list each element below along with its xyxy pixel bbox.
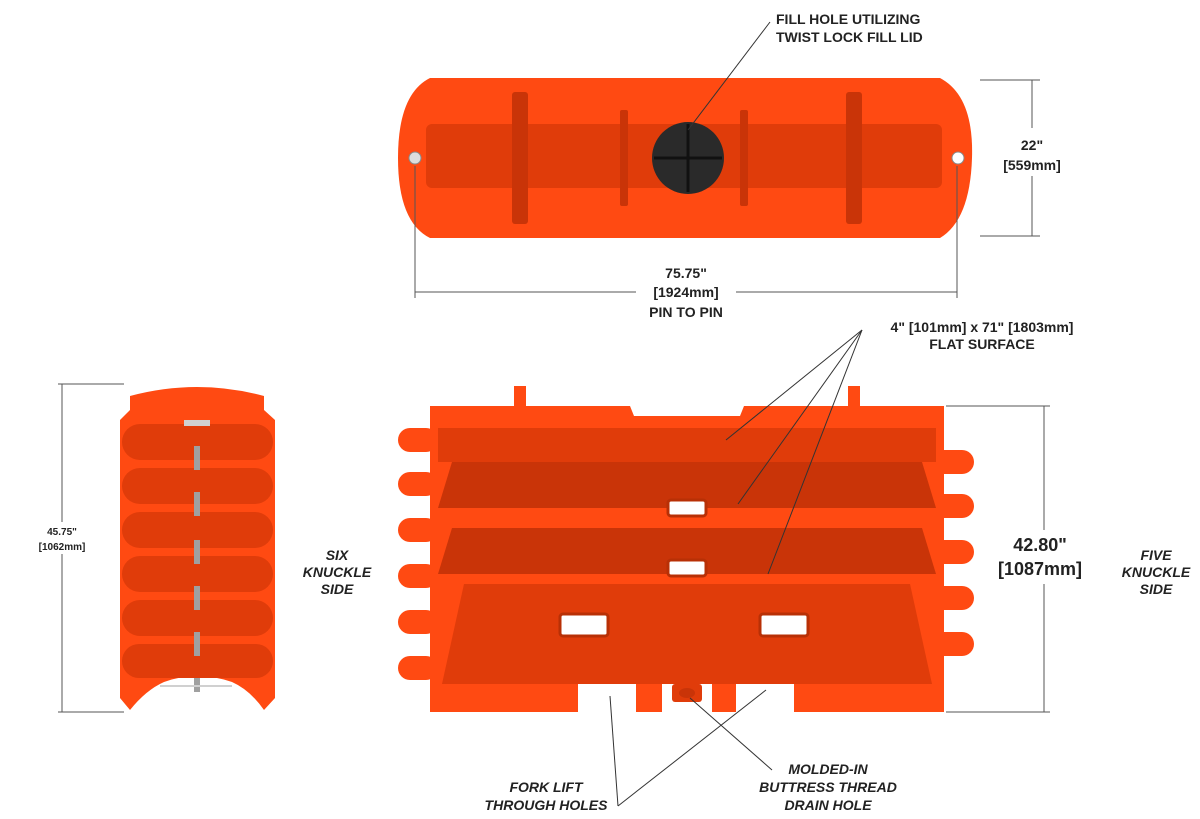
fill-hole-label-2: TWIST LOCK FILL LID [776, 29, 923, 45]
drain-hole-leader [689, 697, 773, 771]
flat-surface-leader-1 [725, 329, 863, 441]
top-height-mm: [559mm] [1003, 157, 1061, 173]
handle-hole-upper [666, 498, 708, 518]
top-height-in: 22" [1021, 137, 1043, 153]
fill-lid-cross [654, 124, 722, 192]
five-knuckle-label-1: FIVE [1140, 547, 1172, 563]
side-height-mm: [1062mm] [39, 542, 86, 553]
top-view-rib-left-inner [620, 110, 628, 206]
front-view-tab-right [848, 386, 860, 410]
fork-lift-leader-1 [609, 695, 619, 807]
fill-hole-leader [687, 21, 771, 131]
front-view-lower-panel [442, 584, 932, 684]
fork-notch-right [736, 684, 794, 714]
front-height-in: 42.80" [1013, 535, 1067, 555]
top-view-rib-right-outer [846, 92, 862, 224]
side-height-in: 45.75" [47, 527, 77, 538]
fork-hole-left [558, 612, 610, 638]
drain-hole-label-2: BUTTRESS THREAD [759, 779, 897, 795]
handle-hole-middle [666, 558, 708, 578]
six-knuckle-label-1: SIX [326, 547, 350, 563]
drain-hole-label-1: MOLDED-IN [788, 761, 868, 777]
front-view-left-knuckles [398, 428, 438, 680]
top-width-note: PIN TO PIN [649, 304, 723, 320]
pin-left [408, 151, 422, 165]
side-view: 45.75" [1062mm] SIX KNUCKLE SIDE [26, 383, 372, 713]
side-view-knuckles [122, 424, 273, 678]
fork-notch-left [578, 684, 636, 714]
front-view: 4" [101mm] x 71" [1803mm] FLAT SURFACE 4… [398, 319, 1191, 813]
fork-lift-label-2: THROUGH HOLES [485, 797, 609, 813]
top-view-rib-left-outer [512, 92, 528, 224]
flat-surface-label-2: FLAT SURFACE [929, 336, 1035, 352]
flat-surface-leader-3 [767, 329, 863, 575]
flat-surface-leader-2 [737, 329, 863, 505]
top-width-label-bg [636, 262, 736, 320]
front-view-flat-band-2 [438, 528, 936, 574]
fork-lift-label-1: FORK LIFT [509, 779, 584, 795]
top-width-in: 75.75" [665, 265, 707, 281]
top-view-rib-right-inner [740, 110, 748, 206]
front-view-upper-channel [438, 428, 936, 462]
fork-lift-leader-2 [617, 689, 767, 807]
front-height-label-bg [990, 530, 1098, 584]
flat-surface-label-1: 4" [101mm] x 71" [1803mm] [891, 319, 1074, 335]
side-view-top-slot [184, 420, 210, 426]
front-view-tab-left [514, 386, 526, 410]
five-knuckle-label-3: SIDE [1140, 581, 1173, 597]
top-height-label-bg [996, 128, 1070, 176]
top-view: FILL HOLE UTILIZING TWIST LOCK FILL LID … [398, 11, 1070, 320]
five-knuckle-label-2: KNUCKLE [1122, 564, 1191, 580]
pin-right [951, 151, 965, 165]
side-height-label-bg [26, 522, 98, 554]
fill-hole-label-1: FILL HOLE UTILIZING [776, 11, 921, 27]
six-knuckle-label-3: SIDE [321, 581, 354, 597]
front-view-flat-band-1 [438, 462, 936, 508]
fork-hole-right [758, 612, 810, 638]
front-height-mm: [1087mm] [998, 559, 1082, 579]
six-knuckle-label-2: KNUCKLE [303, 564, 372, 580]
drain-hole [679, 688, 695, 698]
top-width-mm: [1924mm] [653, 284, 718, 300]
drain-hole-label-3: DRAIN HOLE [784, 797, 872, 813]
